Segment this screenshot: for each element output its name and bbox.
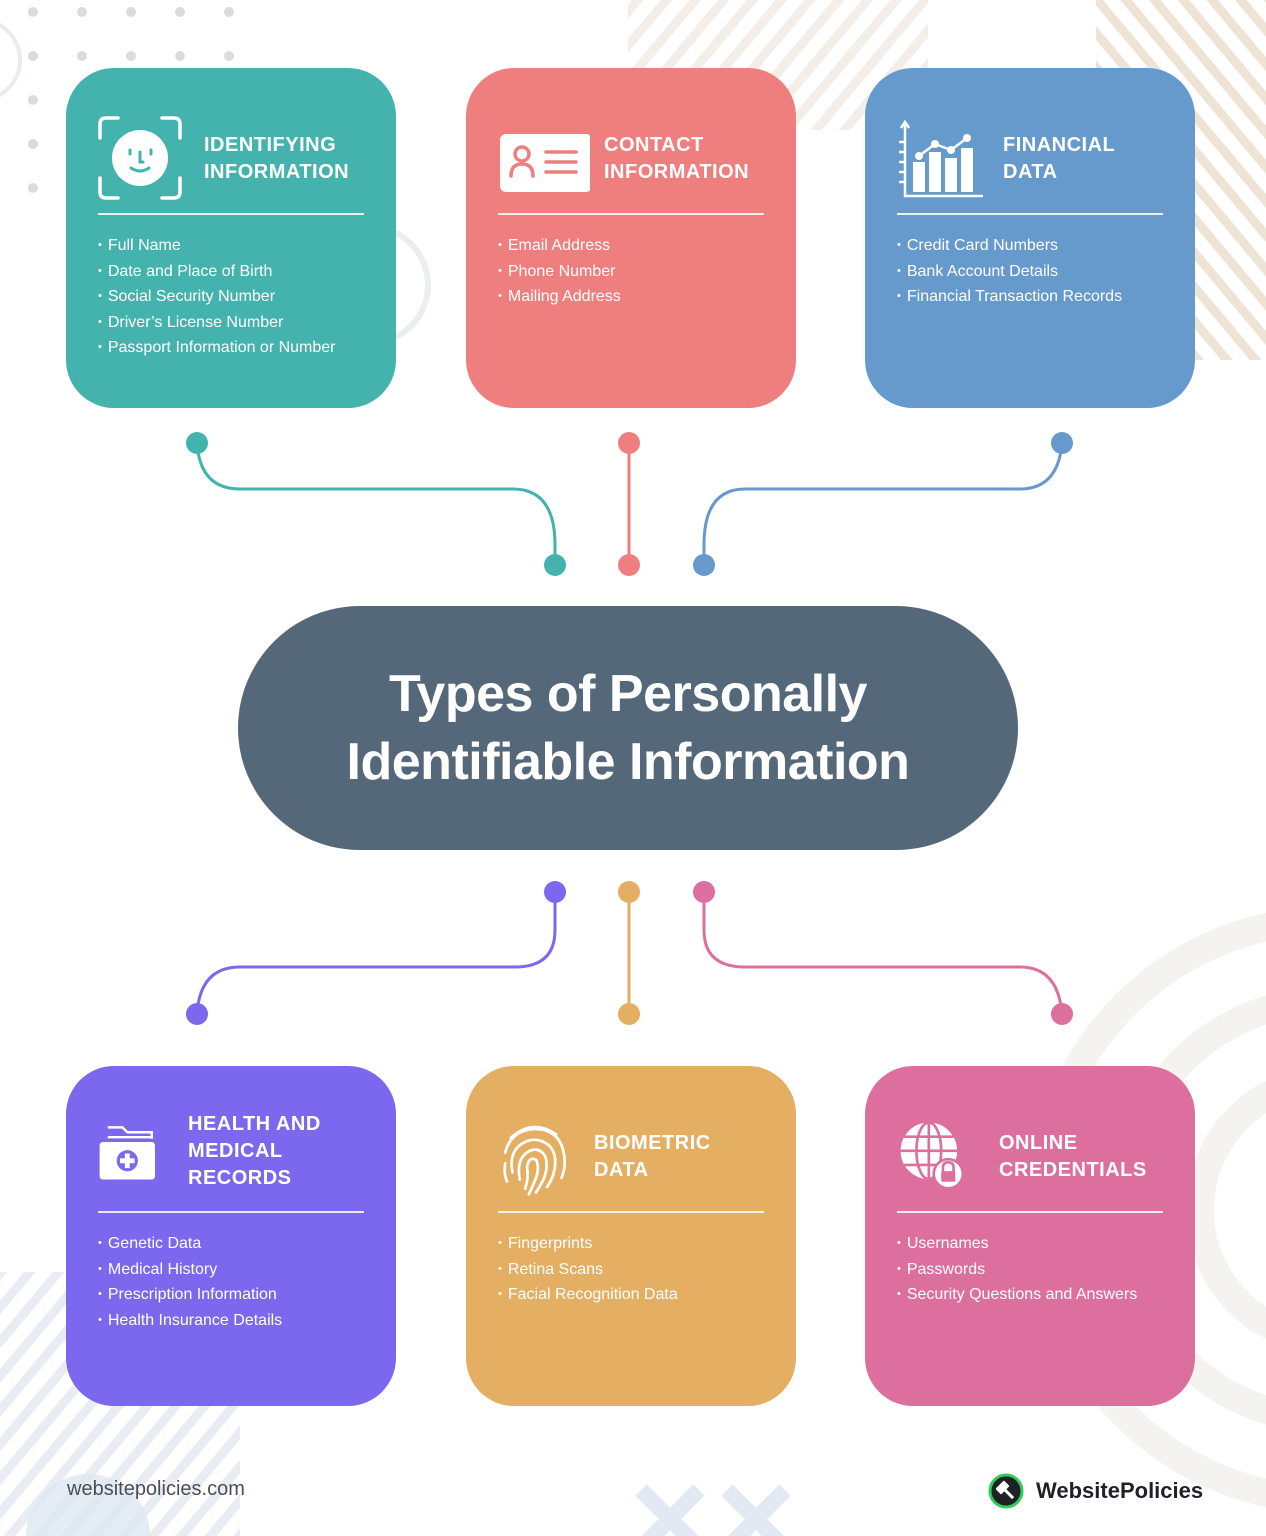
list-item: Credit Card Numbers [897,234,1175,260]
fingerprint-icon [503,1125,567,1196]
divider [498,1211,764,1213]
connector-dot [618,554,640,576]
list-item: Passport Information or Number [98,336,376,362]
list-item: Health Insurance Details [98,1309,376,1335]
card-contact-information: CONTACT INFORMATION Email Address Phone … [466,68,796,408]
list-item: Phone Number [498,260,776,286]
card-title: IDENTIFYING INFORMATION [204,134,350,183]
list-item: Genetic Data [98,1232,376,1258]
list-item: Security Questions and Answers [897,1283,1175,1309]
item-list: Fingerprints Retina Scans Facial Recogni… [498,1232,776,1309]
connector-dot [1051,432,1073,454]
card-title: FINANCIAL DATA [1003,134,1116,183]
globe-lock-icon [900,1121,965,1190]
list-item: Fingerprints [498,1232,776,1258]
list-item: Bank Account Details [897,260,1175,286]
divider [897,213,1163,215]
card-online-credentials: ONLINE CREDENTIALS Usernames Passwords S… [865,1066,1195,1406]
list-item: Email Address [498,234,776,260]
title-line-2: Identifiable Information [346,733,910,791]
list-item: Facial Recognition Data [498,1283,776,1309]
divider [98,213,364,215]
connector-dot [618,881,640,903]
medical-folder-icon [99,1126,155,1180]
connector-dot [186,432,208,454]
connector-dot [693,554,715,576]
brand-logo[interactable]: WebsitePolicies [988,1473,1203,1509]
card-title: BIOMETRIC DATA [594,1132,711,1181]
card-title: HEALTH AND MEDICAL RECORDS [188,1112,321,1189]
connector-dot [618,1003,640,1025]
card-financial-data: FINANCIAL DATA Credit Card Numbers Bank … [865,68,1195,408]
card-title: CONTACT INFORMATION [604,134,750,183]
connector-dot [544,554,566,576]
item-list: Usernames Passwords Security Questions a… [897,1232,1175,1309]
gavel-icon [988,1473,1024,1509]
divider [98,1211,364,1213]
connector-dot [693,881,715,903]
item-list: Genetic Data Medical History Prescriptio… [98,1232,376,1334]
card-biometric-data: BIOMETRIC DATA Fingerprints Retina Scans… [466,1066,796,1406]
divider [897,1211,1163,1213]
connector-dot [1051,1003,1073,1025]
item-list: Email Address Phone Number Mailing Addre… [498,234,776,311]
list-item: Prescription Information [98,1283,376,1309]
list-item: Social Security Number [98,285,376,311]
card-identifying-information: IDENTIFYING INFORMATION Full Name Date a… [66,68,396,408]
footer-url[interactable]: websitepolicies.com [67,1478,245,1500]
list-item: Usernames [897,1232,1175,1258]
connector-dot [618,432,640,454]
list-item: Financial Transaction Records [897,285,1175,311]
list-item: Retina Scans [498,1258,776,1284]
face-id-icon [98,116,182,200]
title-line-1: Types of Personally [389,665,867,723]
list-item: Driver’s License Number [98,311,376,337]
list-item: Medical History [98,1258,376,1284]
contact-card-icon [500,134,590,192]
connector-dot [544,881,566,903]
brand-name: WebsitePolicies [1036,1478,1204,1503]
connector-dot [186,1003,208,1025]
list-item: Mailing Address [498,285,776,311]
card-title: ONLINE CREDENTIALS [999,1132,1147,1181]
item-list: Full Name Date and Place of Birth Social… [98,234,376,362]
card-health-medical-records: HEALTH AND MEDICAL RECORDS Genetic Data … [66,1066,396,1406]
central-title: Types of Personally Identifiable Informa… [238,606,1018,850]
bar-chart-icon [899,119,983,198]
divider [498,213,764,215]
list-item: Full Name [98,234,376,260]
list-item: Date and Place of Birth [98,260,376,286]
item-list: Credit Card Numbers Bank Account Details… [897,234,1175,311]
list-item: Passwords [897,1258,1175,1284]
